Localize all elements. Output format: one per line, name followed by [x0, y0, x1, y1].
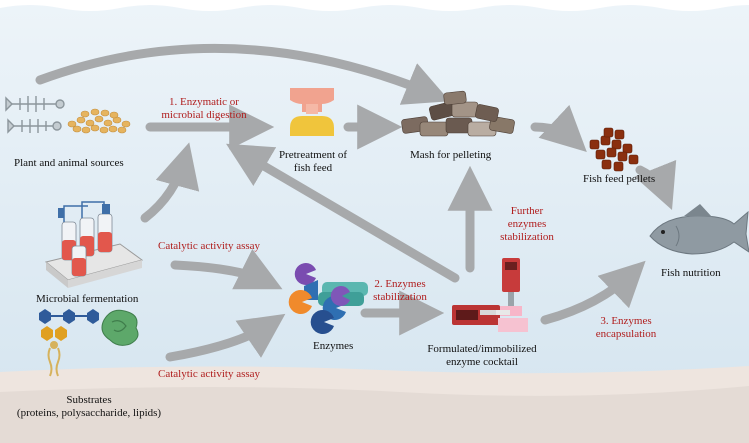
label-pretreatment-line2: fish feed [293, 162, 333, 174]
label-enzyme-cocktail-line1: Formulated/immobilized [427, 343, 537, 355]
step-enzymes-encapsulation-line1: 3. Enzymes [600, 315, 652, 327]
arrow-cocktail-to-fish [540, 260, 646, 325]
label-microbial-fermentation: Microbial fermentation [36, 293, 139, 305]
arrow-sources-to-mash [35, 43, 450, 105]
step-enzymes-encapsulation-line2: encapsulation [595, 328, 657, 340]
feed-mash-icon [401, 90, 515, 137]
step-further-stabilization-line1: Further [510, 205, 544, 217]
bioreactor-icon [44, 201, 144, 288]
water-surface-wave [0, 0, 749, 11]
label-pretreatment: Pretreatment of fish feed [270, 149, 356, 175]
arrow-mash-to-pellets [530, 104, 587, 153]
arrow-cocktail-to-pretreatment [226, 143, 460, 283]
grains-icon [67, 108, 131, 134]
label-substrates: Substrates (proteins, polysaccharide, li… [2, 394, 176, 420]
arrow-fermentation-to-enzymes [170, 249, 283, 290]
protein-icon [101, 309, 139, 346]
step-catalytic-assay-substrates: Catalytic activity assay [158, 368, 261, 380]
polysaccharide-icon [39, 309, 99, 324]
step-enzymes-encapsulation: 3. Enzymes encapsulation [588, 315, 664, 341]
label-pretreatment-line1: Pretreatment of [278, 149, 348, 161]
step-enzymatic-digestion-line1: 1. Enzymatic or [169, 96, 239, 108]
label-enzyme-cocktail-line2: enzyme cocktail [446, 356, 518, 368]
syringe-pump-icon [452, 258, 528, 332]
enzyme-shapes-icon [288, 263, 368, 334]
label-enzyme-cocktail: Formulated/immobilized enzyme cocktail [420, 343, 544, 369]
step-further-stabilization: Further enzymes stabilization [491, 205, 563, 244]
glycolipid-icon [41, 326, 67, 377]
fish-icon [649, 204, 749, 255]
label-substrates-line1: Substrates [66, 394, 112, 406]
arrow-substrates-to-enzymes [165, 313, 286, 362]
pretreatment-mixer-icon [290, 88, 334, 136]
feed-pellets-icon [589, 127, 639, 172]
label-plant-animal-sources: Plant and animal sources [14, 157, 124, 169]
arrow-fermentation-to-digestion [140, 142, 200, 223]
label-mash-for-pelleting: Mash for pelleting [410, 149, 492, 161]
step-further-stabilization-line3: stabilization [500, 231, 554, 243]
step-enzymes-stabilization-line1: 2. Enzymes [374, 278, 426, 290]
label-fish-nutrition: Fish nutrition [661, 267, 721, 279]
label-fish-feed-pellets: Fish feed pellets [583, 173, 656, 185]
step-enzymatic-digestion-line2: microbial digestion [161, 109, 247, 121]
seabed-lower [0, 386, 749, 443]
step-further-stabilization-line2: enzymes [507, 218, 547, 230]
step-catalytic-assay-fermentation: Catalytic activity assay [158, 240, 261, 252]
arrow-pellets-to-fish [634, 159, 677, 211]
step-enzymatic-digestion: 1. Enzymatic or microbial digestion [150, 96, 258, 122]
label-enzymes: Enzymes [313, 340, 354, 352]
label-substrates-line2: (proteins, polysaccharide, lipids) [16, 407, 162, 419]
step-enzymes-stabilization: 2. Enzymes stabilization [368, 278, 432, 304]
step-enzymes-stabilization-line2: stabilization [373, 291, 427, 303]
fish-skeleton-icon [5, 96, 65, 134]
